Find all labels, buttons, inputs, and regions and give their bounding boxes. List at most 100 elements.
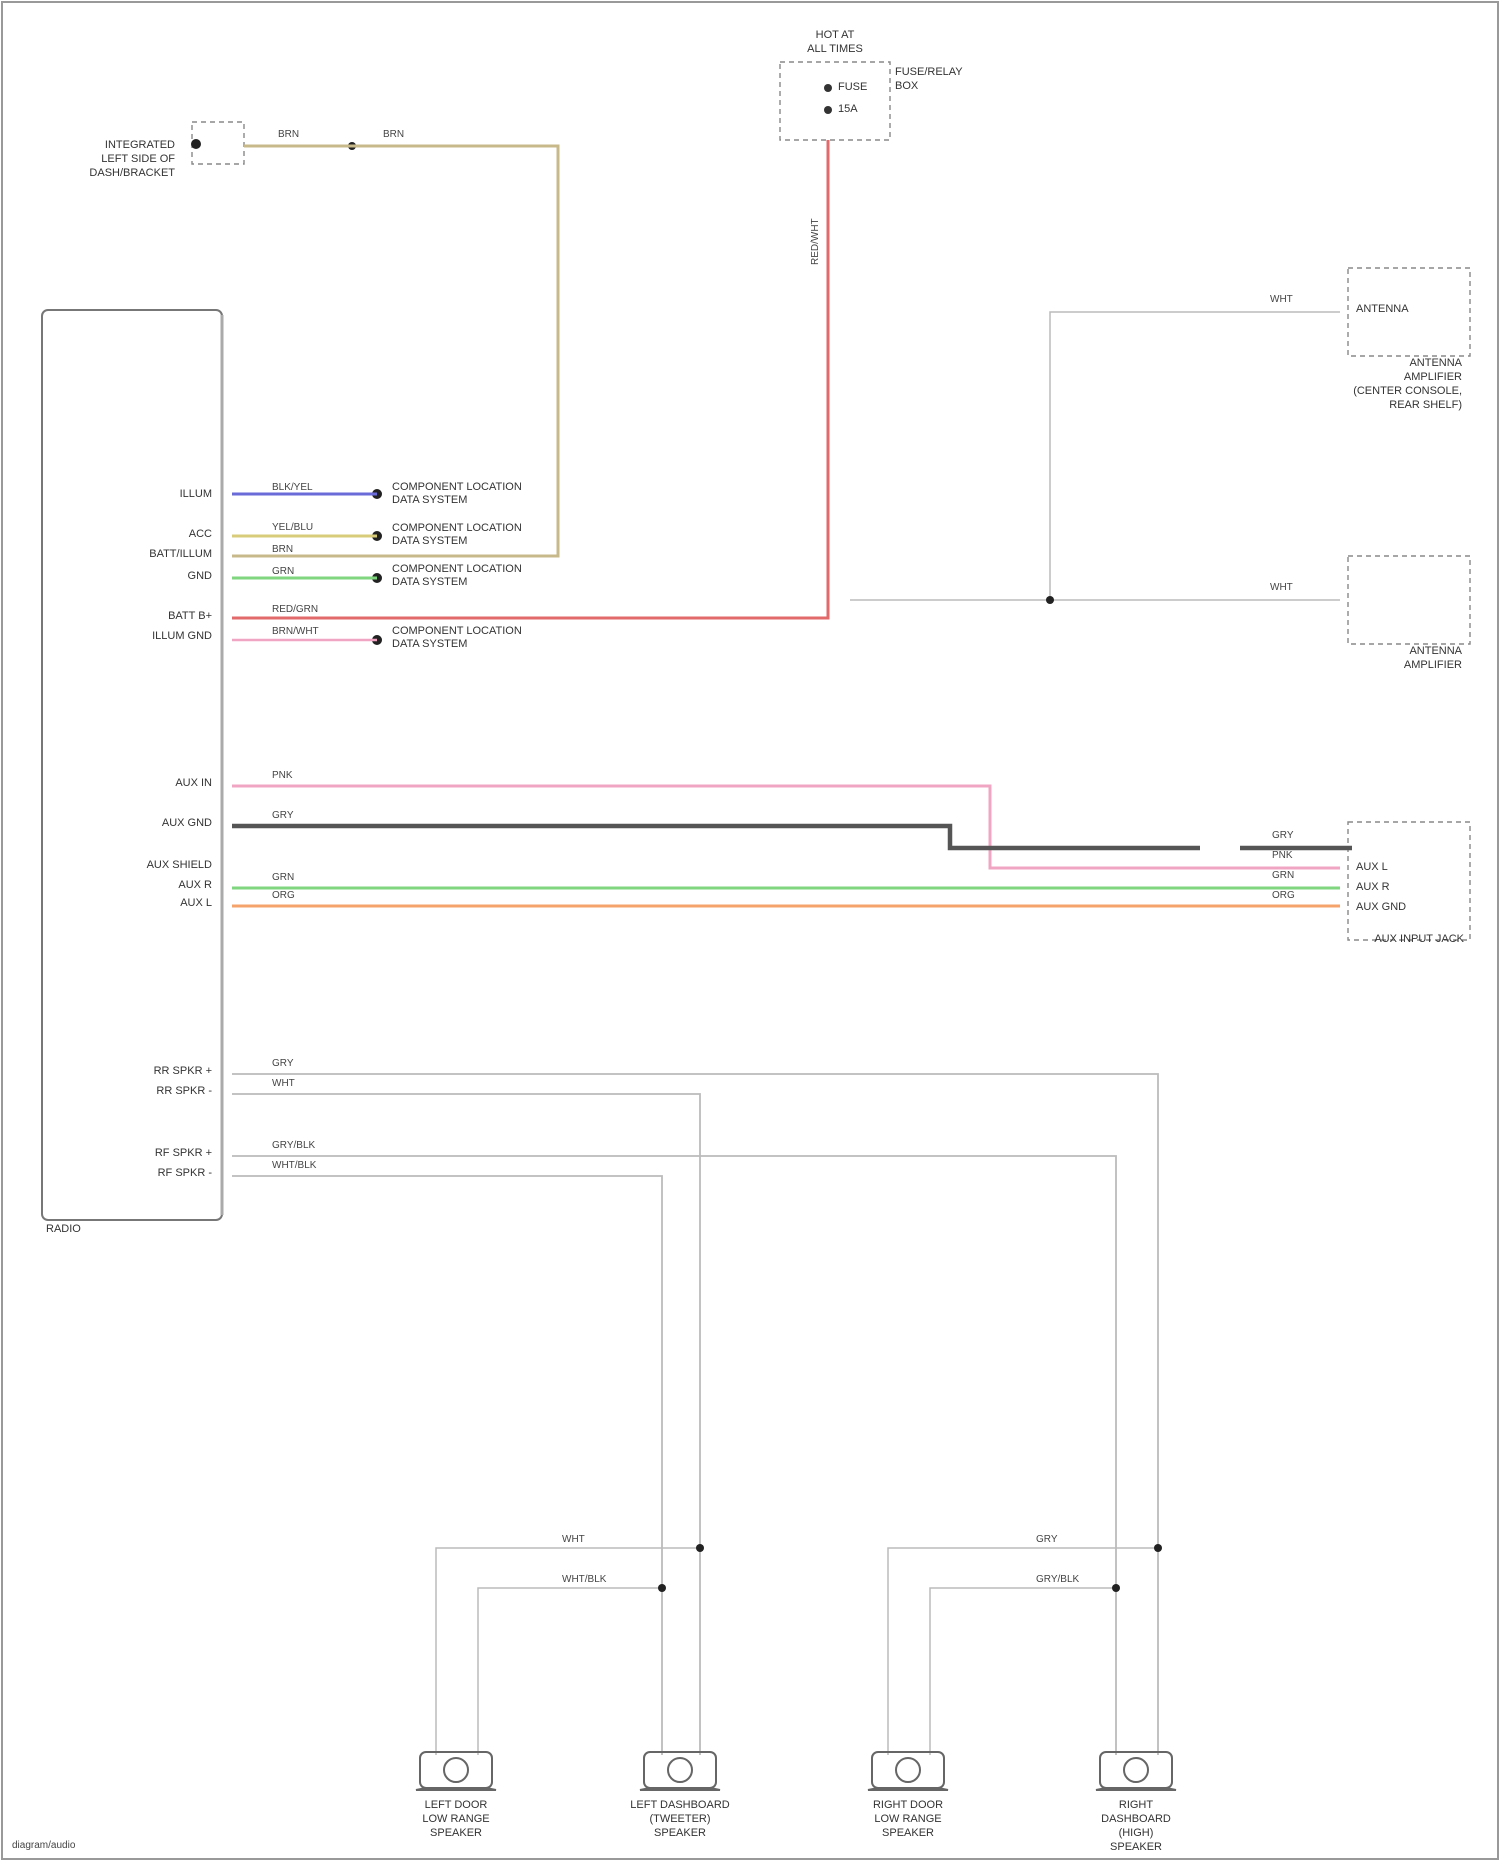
splice-label-3a: COMPONENT LOCATION <box>392 563 522 575</box>
ground-label-3: DASH/BRACKET <box>89 167 175 179</box>
fuse-text: FUSE <box>838 81 867 93</box>
radio-label: RADIO <box>46 1223 81 1235</box>
aux-input-jack: AUX L AUX R AUX GND AUX INPUT JACK GRY P… <box>1272 822 1470 945</box>
speaker-label: (TWEETER) <box>649 1813 710 1825</box>
speaker-label: SPEAKER <box>430 1827 482 1839</box>
antenna-amp-label-2: AMPLIFIER <box>1404 371 1462 383</box>
radio-pin-label: AUX GND <box>162 817 212 829</box>
speaker-label: SPEAKER <box>882 1827 934 1839</box>
wire-rd-branch-2 <box>930 1588 1116 1755</box>
radio-outline <box>42 310 222 1220</box>
radio-pin-label: AUX L <box>180 897 212 909</box>
radio-pin-label: AUX IN <box>175 777 212 789</box>
speaker-label: LOW RANGE <box>422 1813 489 1825</box>
fuse-box-label-1: FUSE/RELAY <box>895 66 963 78</box>
aux-pin-l: AUX L <box>1356 861 1388 873</box>
wire-label-gry-blk: GRY/BLK <box>272 1140 315 1151</box>
tweeter-label-r1: GRY <box>1036 1534 1058 1545</box>
wire-label-wht: WHT <box>272 1078 295 1089</box>
splice-label-2b: DATA SYSTEM <box>392 535 467 547</box>
tweeter-label-l2: WHT/BLK <box>562 1574 607 1585</box>
wire-label-grn: GRN <box>272 566 294 577</box>
wire-label-brn: BRN <box>272 544 293 555</box>
wire-labels-mid: PNK GRY GRN ORG <box>272 770 295 901</box>
wire-label-ground-a: BRN <box>278 129 299 140</box>
speaker-label: DASHBOARD <box>1101 1813 1171 1825</box>
aux-wire-label-grn: GRN <box>1272 870 1294 881</box>
wire-layer <box>232 140 1352 1755</box>
antenna-label-1: ANTENNA <box>1409 645 1462 657</box>
fuse-rating: 15A <box>838 103 858 115</box>
antenna-wire-label-1: WHT <box>1270 294 1293 305</box>
wire-rd-branch-1 <box>888 1548 1158 1755</box>
aux-pin-gnd: AUX GND <box>1356 901 1406 913</box>
splice-label-1a: COMPONENT LOCATION <box>392 481 522 493</box>
fuse-terminal-icon-2 <box>824 106 832 114</box>
wire-labels-top: BLK/YEL YEL/BLU BRN GRN RED/GRN BRN/WHT … <box>272 129 404 637</box>
aux-wire-label-pnk: PNK <box>1272 850 1293 861</box>
speaker-icon: RIGHT DOOR LOW RANGE SPEAKER <box>868 1752 948 1839</box>
antenna-amp-label-3: (CENTER CONSOLE, <box>1353 385 1462 397</box>
radio-pin-label: ILLUM GND <box>152 630 212 642</box>
wire-label-gry: GRY <box>272 810 294 821</box>
splice-label-4b: DATA SYSTEM <box>392 638 467 650</box>
wire-power-red <box>232 140 828 618</box>
wire-rr-neg <box>232 1094 700 1755</box>
speaker-label: (HIGH) <box>1119 1827 1154 1839</box>
ground-connector: INTEGRATED LEFT SIDE OF DASH/BRACKET <box>89 122 356 179</box>
wire-label-yel-blu: YEL/BLU <box>272 522 313 533</box>
antenna-label-2: AMPLIFIER <box>1404 659 1462 671</box>
speaker-label: LEFT DOOR <box>425 1799 488 1811</box>
speaker-icon: LEFT DASHBOARD(TWEETER)SPEAKER <box>630 1752 729 1839</box>
speaker-cone <box>1124 1758 1148 1782</box>
splice-label-3b: DATA SYSTEM <box>392 576 467 588</box>
wire-label-blk-yel: BLK/YEL <box>272 482 313 493</box>
wire-antenna <box>1050 312 1340 600</box>
wire-label-ground-b: BRN <box>383 129 404 140</box>
wire-label-grn-2: GRN <box>272 872 294 883</box>
antenna-amp-label-4: REAR SHELF) <box>1389 399 1462 411</box>
speaker-label: SPEAKER <box>654 1827 706 1839</box>
antenna-box <box>1348 556 1470 644</box>
speaker-label: LOW RANGE <box>874 1813 941 1825</box>
battery-label-2: ALL TIMES <box>807 43 863 55</box>
speaker-splice-icon <box>1154 1544 1162 1552</box>
antenna-splice-icon <box>1046 596 1054 604</box>
speaker-layer: LEFT DOORLOW RANGESPEAKERLEFT DASHBOARD(… <box>416 1752 1176 1853</box>
speaker-icon: LEFT DOOR LOW RANGE SPEAKER <box>416 1752 496 1839</box>
speaker-splice-icon <box>658 1584 666 1592</box>
radio-pin-label: RF SPKR + <box>155 1147 212 1159</box>
speaker-cone <box>444 1758 468 1782</box>
radio-pin-label: ILLUM <box>180 488 212 500</box>
ground-label-2: LEFT SIDE OF <box>101 153 175 165</box>
tweeter-label-r2: GRY/BLK <box>1036 1574 1079 1585</box>
battery-label-1: HOT AT <box>816 29 855 41</box>
radio-pin-label: BATT B+ <box>168 610 212 622</box>
wire-aux-gry <box>232 826 1200 848</box>
wire-rf-pos <box>232 1156 1116 1755</box>
speaker-label: RIGHT <box>1119 1799 1154 1811</box>
ground-terminal-icon <box>191 139 201 149</box>
radio-pin-label: AUX R <box>178 879 212 891</box>
ground-label-1: INTEGRATED <box>105 139 175 151</box>
radio-pin-label: RR SPKR - <box>156 1085 212 1097</box>
fuse-box-outline <box>780 62 890 140</box>
wire-label-brn-wht: BRN/WHT <box>272 626 319 637</box>
wire-label-red-grn: RED/GRN <box>272 604 318 615</box>
speaker-label: RIGHT DOOR <box>873 1799 943 1811</box>
speaker-cone <box>896 1758 920 1782</box>
radio-pin-label: RF SPKR - <box>158 1167 213 1179</box>
wire-label-gry-2: GRY <box>272 1058 294 1069</box>
power-wire-label: RED/WHT <box>810 218 821 265</box>
splice-label-4a: COMPONENT LOCATION <box>392 625 522 637</box>
radio-pin-label: BATT/ILLUM <box>149 548 212 560</box>
fuse-box-label-2: BOX <box>895 80 919 92</box>
speaker-splice-icon <box>696 1544 704 1552</box>
speaker-cone <box>668 1758 692 1782</box>
antenna: ANTENNA AMPLIFIER WHT <box>1270 556 1470 671</box>
speaker-splice-icon <box>1112 1584 1120 1592</box>
